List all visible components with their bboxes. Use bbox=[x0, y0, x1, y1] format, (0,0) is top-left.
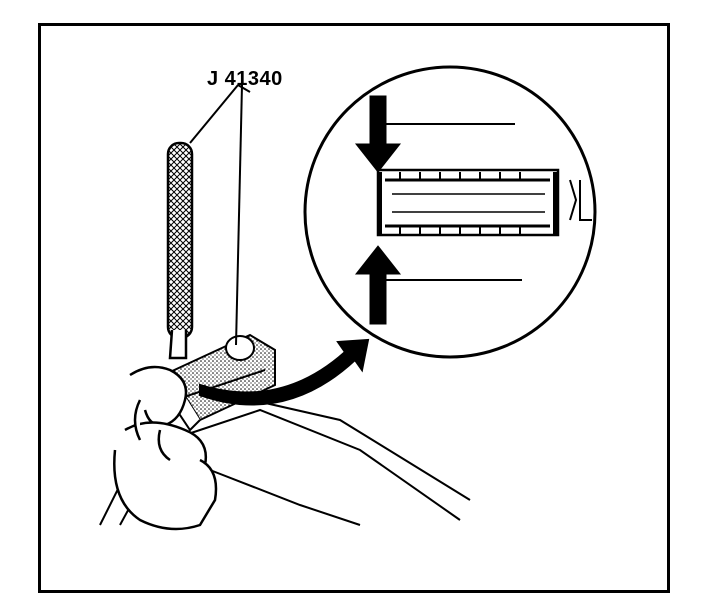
press-arrows bbox=[354, 95, 402, 325]
callout-leader-lines bbox=[189, 84, 251, 346]
tool-callout-label: J 41340 bbox=[207, 68, 283, 90]
up-arrow-icon bbox=[354, 245, 402, 325]
hand bbox=[113, 365, 218, 531]
down-arrow-icon bbox=[354, 95, 402, 173]
tool-handle bbox=[166, 141, 194, 360]
detail-view bbox=[303, 65, 597, 359]
detail-pointer-arrow bbox=[199, 338, 370, 406]
